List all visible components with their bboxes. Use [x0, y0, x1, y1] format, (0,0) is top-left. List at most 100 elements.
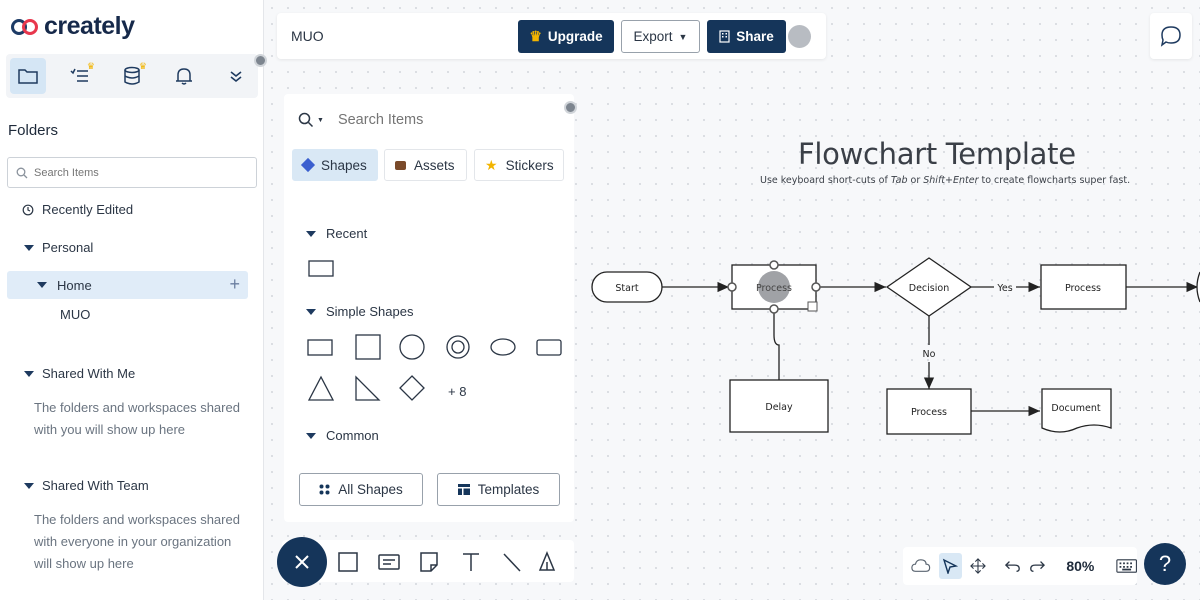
simple-shapes-section-header[interactable]: Simple Shapes [306, 304, 413, 319]
template-icon [457, 484, 470, 495]
sidebar-search[interactable] [7, 157, 257, 188]
diamond-icon [300, 157, 316, 173]
tab-notifications[interactable] [166, 58, 202, 94]
personal-folder[interactable]: Personal [24, 240, 93, 255]
question-mark-icon: ? [1158, 551, 1172, 576]
home-folder[interactable]: Home + [7, 271, 248, 299]
task-list-icon [70, 68, 88, 82]
pen-tool-icon [538, 551, 556, 571]
shared-with-me-description: The folders and workspaces shared with y… [34, 400, 240, 437]
process-label-1: Process [756, 283, 792, 294]
tab-expand[interactable] [218, 58, 254, 94]
star-icon: ★ [485, 156, 498, 173]
caret-down-icon [306, 308, 316, 315]
keyboard-icon[interactable] [1116, 558, 1137, 574]
start-label: Start [615, 283, 638, 294]
redo-icon[interactable] [1029, 558, 1046, 574]
sticky-note-tool-icon [420, 552, 438, 572]
recently-edited-item[interactable]: Recently Edited [22, 202, 133, 217]
grid-icon [319, 484, 330, 495]
shared-with-team-description: The folders and workspaces shared with e… [34, 512, 240, 571]
no-label: No [923, 349, 936, 360]
share-button[interactable]: Share [707, 20, 786, 53]
shared-with-me-label: Shared With Me [42, 366, 136, 381]
close-toolbar-button[interactable] [277, 537, 327, 587]
donut-inner-shape [451, 340, 465, 354]
selection-handles [727, 260, 821, 314]
flowchart-title[interactable]: Flowchart Template [798, 137, 1076, 171]
crown-icon: ♛ [138, 61, 147, 71]
process-label-3: Process [911, 407, 947, 418]
sidebar-collapse-handle[interactable] [254, 54, 267, 67]
delay-label: Delay [765, 402, 793, 413]
more-shapes-count[interactable]: + 8 [448, 384, 467, 399]
caret-down-icon [306, 432, 316, 439]
search-icon [16, 167, 28, 178]
caret-down-icon [37, 282, 47, 288]
circle-shape [399, 334, 425, 360]
flowchart-subtitle[interactable]: Use keyboard short-cuts of Tab or Shift+… [760, 175, 1131, 186]
crown-icon: ♛ [86, 61, 95, 71]
panel-collapse-handle[interactable] [564, 101, 577, 114]
folders-heading: Folders [8, 122, 59, 139]
document-title[interactable]: MUO [291, 28, 324, 44]
personal-label: Personal [42, 240, 94, 255]
tab-folders[interactable] [10, 58, 46, 94]
right-triangle-shape [355, 375, 381, 401]
common-section-header[interactable]: Common [306, 428, 379, 443]
recent-section-header[interactable]: Recent [306, 226, 367, 241]
tab-shapes[interactable]: Shapes [292, 149, 378, 181]
decision-label: Decision [909, 283, 949, 294]
double-chevron-down-icon [230, 71, 242, 83]
chat-bubble-icon [1160, 26, 1181, 47]
zoom-level[interactable]: 80% [1066, 558, 1095, 574]
caret-down-icon [24, 482, 34, 489]
panel-search-input[interactable] [337, 112, 538, 128]
shared-with-team-folder[interactable]: Shared With Team [24, 478, 149, 493]
view-controls: 80% [903, 547, 1137, 585]
briefcase-icon [395, 160, 406, 170]
tab-assets[interactable]: Assets [384, 149, 467, 181]
caret-down-icon: ▼ [678, 31, 688, 42]
offscreen-node [1196, 271, 1200, 303]
square-shape [355, 334, 381, 360]
comments-button[interactable] [1150, 13, 1192, 59]
creately-logo[interactable]: creately [10, 12, 135, 41]
cloud-saved-icon[interactable] [911, 557, 931, 575]
recently-edited-label: Recently Edited [42, 202, 134, 217]
upgrade-button[interactable]: ♛ Upgrade [518, 20, 614, 53]
rounded-rectangle-shape [536, 339, 562, 356]
user-avatar[interactable] [788, 25, 811, 48]
tab-database[interactable]: ♛ [114, 58, 150, 94]
caret-down-icon [306, 230, 316, 237]
pan-move-icon[interactable] [969, 557, 986, 575]
help-button[interactable]: ? [1144, 543, 1186, 585]
select-tool-button[interactable] [938, 553, 962, 579]
caret-down-icon [24, 370, 34, 377]
decision-node [885, 257, 973, 317]
recent-rectangle-shape[interactable] [308, 260, 334, 278]
all-shapes-button[interactable]: All Shapes [299, 473, 423, 506]
tab-stickers[interactable]: ★ Stickers [474, 149, 564, 181]
add-icon[interactable]: + [229, 274, 240, 294]
ellipse-shape [490, 338, 516, 356]
tab-tasks[interactable]: ♛ [62, 58, 98, 94]
drag-handle-center [758, 271, 790, 303]
document-toolbar: MUO ♛ Upgrade Export ▼ Share [277, 13, 826, 59]
export-button[interactable]: Export ▼ [621, 20, 700, 53]
panel-search[interactable]: ▼ [298, 112, 538, 128]
triangle-shape [307, 375, 335, 401]
yes-label: Yes [996, 283, 1012, 294]
sidebar-search-input[interactable] [34, 166, 234, 179]
diamond-shape [399, 375, 425, 401]
building-icon [719, 30, 730, 43]
shared-with-me-folder[interactable]: Shared With Me [24, 366, 135, 381]
templates-button[interactable]: Templates [437, 473, 560, 506]
bell-icon [176, 68, 192, 85]
muo-workspace-item[interactable]: MUO [60, 307, 91, 322]
simple-shapes-grid [307, 334, 562, 401]
search-icon [298, 112, 314, 128]
undo-icon[interactable] [1005, 558, 1021, 574]
process-node-2 [1040, 264, 1127, 310]
